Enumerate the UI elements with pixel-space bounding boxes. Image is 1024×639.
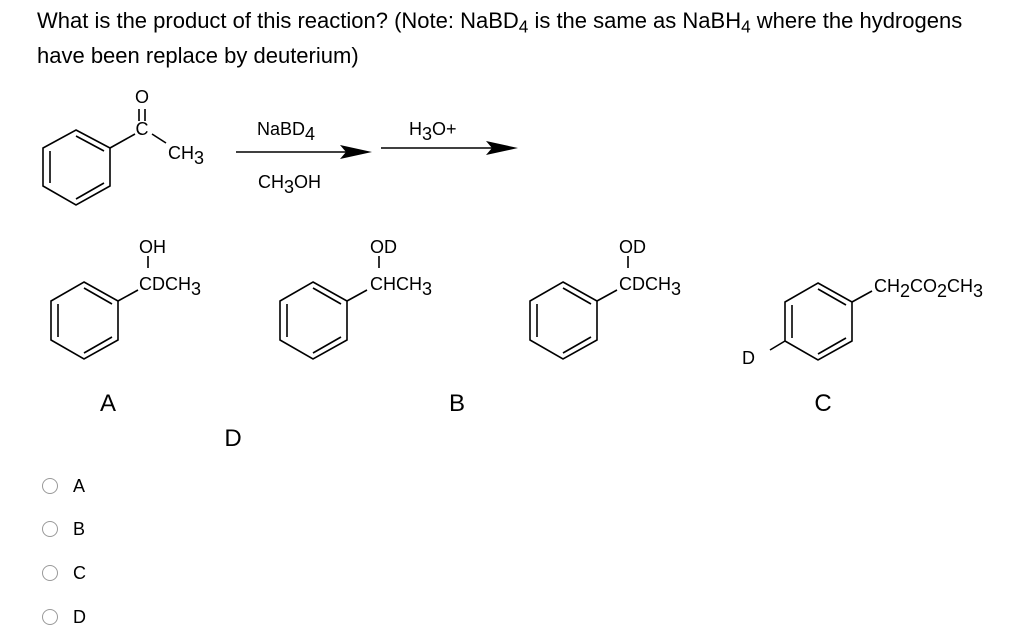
methyl-group: CH3 [168,143,204,168]
option-d-label: D [73,607,86,627]
radio-d[interactable] [42,609,58,625]
reaction-figure: O C CH3 NaBD4 CH3OH H3O+ OH CDCH3 OD CHC… [42,87,983,452]
carbonyl-carbon: C [136,119,149,139]
option-c[interactable]: C [40,560,120,590]
s1-group: CDCH3 [139,274,201,299]
choice-structure-a [50,256,149,360]
option-a[interactable]: A [40,473,120,503]
structure-label-a: A [100,390,116,417]
arrowhead-1-icon [340,145,372,159]
reagent-nabd4: NaBD4 [257,119,315,144]
s2-group: CHCH3 [370,274,432,299]
option-d[interactable]: D [40,604,120,634]
s3-group: CDCH3 [619,274,681,299]
choice-structure-b [279,256,380,360]
choice-structure-d [769,282,873,361]
s3-deuteroxyl: OD [619,237,646,257]
benzene-ring [42,129,111,206]
reactant-structure [42,109,167,206]
option-c-label: C [73,563,86,583]
option-b[interactable]: B [40,516,120,546]
question-text: What is the product of this reaction? (N… [37,8,963,68]
reagent-h3o: H3O+ [409,119,457,144]
structure-label-d: D [224,425,241,452]
structure-label-c: C [814,390,831,417]
choice-structure-c [529,256,629,360]
option-a-label: A [73,476,86,496]
s2-deuteroxyl: OD [370,237,397,257]
radio-c[interactable] [42,565,58,581]
s4-deuterium: D [742,348,755,368]
structure-label-b: B [449,390,465,417]
s1-hydroxyl: OH [139,237,166,257]
arrowhead-2-icon [486,141,518,155]
reagent-ch3oh: CH3OH [258,172,321,197]
carbonyl-oxygen: O [135,87,149,107]
radio-a[interactable] [42,478,58,494]
option-b-label: B [73,519,86,539]
s4-group: CH2CO2CH3 [874,276,983,301]
radio-b[interactable] [42,521,58,537]
